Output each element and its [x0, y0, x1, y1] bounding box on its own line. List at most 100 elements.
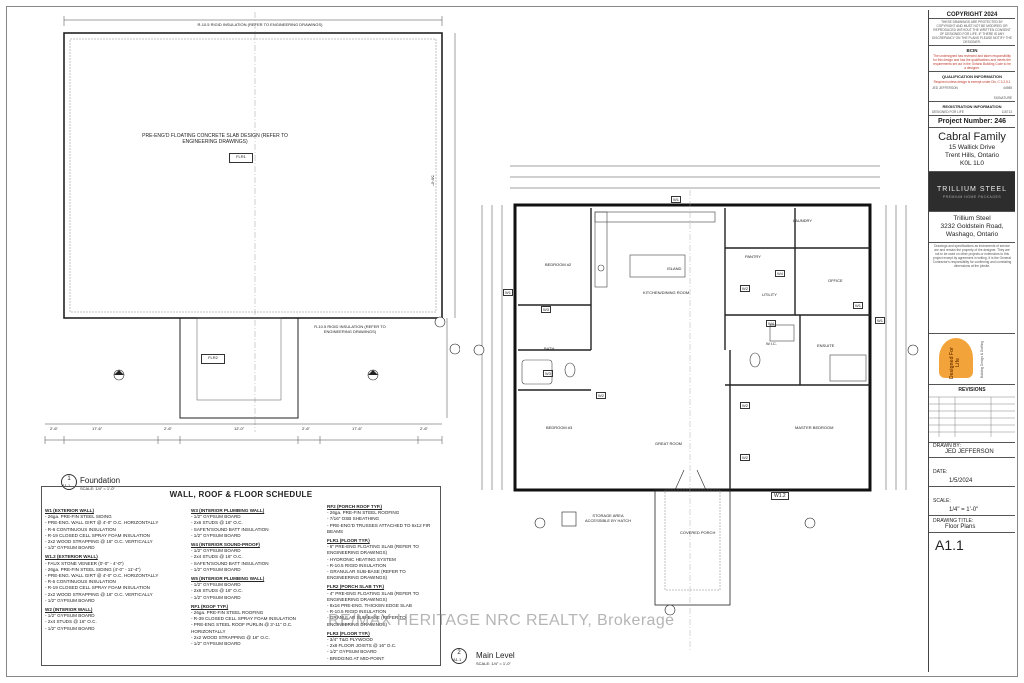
foundation-plan [44, 12, 460, 444]
schedule-line: - 7/16" OSB SHEATHING [327, 516, 380, 522]
schedule-line: - 1/2" GYPSUM BOARD [191, 641, 241, 647]
schedule-line: - 1/2" GYPSUM BOARD [45, 625, 95, 631]
supplier-logo: TRILLIUM STEEL PREMIUM HOME PACKAGES [929, 172, 1015, 212]
schedule-heading: FLR1 (FLOOR TYP.) [327, 538, 370, 544]
foundation-dim-5: 2'-6" [302, 426, 310, 431]
designer-brand-logo: Designed For Life Building Design & Draf… [929, 334, 1015, 385]
schedule-line: - SAFE'N'SOUND BATT INSULATION [191, 560, 269, 566]
foundation-top-insulation-note: R-10.5 RIGID INSULATION (REFER TO ENGINE… [197, 22, 323, 27]
room-pantry: PANTRY [745, 254, 761, 259]
foundation-porch-insulation-note: R-10.5 RIGID INSULATION (REFER TO ENGINE… [314, 324, 386, 334]
designer-bcin: 44985 [1003, 86, 1012, 90]
date-section: DATE: 1/5/2024 [929, 458, 1015, 487]
schedule-line: - 1/2" GYPSUM BOARD [327, 649, 377, 655]
signature-label: SIGNATURE [993, 96, 1012, 100]
schedule-heading: W1.2 (EXTERIOR WALL) [45, 554, 98, 560]
date-label: DATE: [933, 469, 948, 475]
firm-bcin: 115713 [1001, 110, 1012, 114]
foundation-dim-3: 2'-6" [164, 426, 172, 431]
wall-tag-w12: W1.2 [771, 492, 789, 500]
foundation-title: Foundation [80, 476, 121, 485]
client-address-1: 15 Wallick Drive [948, 144, 996, 151]
schedule-line: - 4" PRE-ENG FLOATING SLAB (REFER TO ENG… [327, 590, 419, 602]
supplier-name: Trillium Steel [953, 215, 991, 222]
revisions-section: REVISIONS [929, 385, 1015, 443]
room-bath: BATH [544, 346, 555, 351]
schedule-line: - GRANULAR SUB-BASE (REFER TO ENGINEERIN… [327, 615, 406, 627]
foundation-dim-overall: 56'-0" [430, 175, 436, 186]
schedule-heading: FLR2 (PORCH SLAB TYP.) [327, 584, 385, 590]
schedule-column-1: W1 (EXTERIOR WALL) - 26ga. PRE-FIN STEEL… [45, 505, 185, 632]
foundation-slab-note: PRE-ENG'D FLOATING CONCRETE SLAB DESIGN … [142, 133, 288, 145]
room-ensuite: ENSUITE [817, 343, 835, 348]
schedule-line: - 2x4 STUDS @ 16" O.C. [45, 619, 97, 625]
bcin-section: BCIN The undersigned has reviewed and ta… [929, 46, 1015, 72]
schedule-line: - R-6 CONTINUOUS INSULATION [45, 579, 116, 585]
drawing-title-section: DRAWING TITLE: Floor Plans [929, 516, 1015, 533]
title-block: COPYRIGHT 2024 THESE DRAWINGS ARE PROTEC… [928, 10, 1015, 672]
room-island: ISLAND [667, 266, 682, 271]
wall-tag-w2-3: W2 [740, 402, 750, 409]
wall-tag-w4-1: W4 [775, 270, 785, 277]
schedule-line: - 2x6 STUDS @ 16" O.C. [191, 588, 243, 594]
main-level-scale: SCALE: 1/4" = 1'-0" [476, 661, 511, 666]
schedule-line: - 26ga. PRE-FIN STEEL SIDING (4'-0" - 11… [45, 566, 141, 572]
schedule-line: - 2x2 WOOD STRAPPING @ 16" O.C. VERTICAL… [45, 591, 153, 597]
schedule-line: - 2x2 WOOD STRAPPING @ 16" O.C. [191, 634, 270, 640]
wall-tag-w1-top: W1 [671, 196, 681, 203]
wall-tag-w3-2: W3 [543, 370, 553, 377]
drawing-title-value: Floor Plans [945, 524, 976, 530]
schedule-line: - R-39 CLOSED CELL SPRAY FOAM INSULATION [191, 616, 297, 622]
designer-brand-badge [939, 338, 973, 378]
schedule-line: - FAUX STONE VENEER (0'-0" - 4'-0") [45, 560, 124, 566]
schedule-heading: RF2 (PORCH ROOF TYP.) [327, 504, 383, 509]
room-utility: UTILITY [762, 292, 777, 297]
firm-row: DESIGNED FOR LIFE 115713 [929, 109, 1015, 115]
foundation-dim-7: 2'-6" [420, 426, 428, 431]
sheet-border [6, 6, 1018, 677]
schedule-heading: W2 (INTERIOR WALL) [45, 607, 93, 613]
foundation-title-number: 1 [61, 474, 77, 490]
schedule-line: - HYDRONIC HEATING SYSTEM [327, 556, 396, 562]
bcin-note: The undersigned has reviewed and taken r… [933, 54, 1011, 70]
copyright-note: THESE DRAWINGS ARE PROTECTED BY COPYRIGH… [929, 19, 1015, 46]
schedule-column-3: RF2 (PORCH ROOF TYP.) - 26ga. PRE-FIN ST… [327, 501, 439, 662]
schedule-line: - PRE-ENG'D TRUSSES ATTACHED TO 6x12 FIR… [327, 522, 431, 534]
supplier-address-2: Washago, Ontario [945, 231, 999, 238]
schedule-line: - 1/2" GYPSUM BOARD [45, 597, 95, 603]
schedule-line: - 3/4" T&G PLYWOOD [327, 637, 373, 643]
schedule-heading: W3 (INTERIOR PLUMBING WALL) [191, 508, 265, 513]
listing-watermark: RE/MAX HERITAGE NRC REALTY, Brokerage [328, 612, 675, 629]
room-bedroom-2: BEDROOM #2 [545, 262, 572, 267]
wall-tag-w2-1: W2 [596, 392, 606, 399]
drawn-by-value: JED JEFFERSON [945, 449, 994, 455]
qualification-heading: QUALIFICATION INFORMATION [941, 74, 1003, 79]
schedule-line: - 2x2 WOOD STRAPPING @ 16" O.C. VERTICAL… [45, 539, 153, 545]
date-value: 1/5/2024 [949, 478, 973, 484]
schedule-line: - 1/2" GYPSUM BOARD [191, 566, 241, 572]
sheet-number: A1.1 [935, 537, 964, 553]
foundation-dim-1: 2'-6" [50, 426, 58, 431]
schedule-line: - 26ga. PRE-FIN STEEL ROOFING [191, 610, 264, 616]
schedule-line: - PRE-ENG STEEL ROOF PURLIN @ 3'-11" O.C… [191, 622, 293, 634]
wall-tag-w1-right2: W1 [853, 302, 863, 309]
designer-brand-name: Designed For Life [949, 347, 961, 379]
disclaimer: Drawings and specifications as instrumen… [929, 243, 1015, 334]
schedule-line: - R-10.5 RIGID INSULATION [327, 562, 387, 568]
wall-tag-w4-2: W4 [766, 320, 776, 327]
schedule-line: - 26ga. PRE-FIN STEEL ROOFING [327, 510, 400, 516]
room-great-room: GREAT ROOM [655, 441, 682, 446]
client-postal: K0L 1L0 [960, 160, 984, 167]
schedule-line: - 1/2" GYPSUM BOARD [45, 613, 95, 619]
scale-section: SCALE: 1/4" = 1'-0" [929, 487, 1015, 516]
schedule-line: - 1/2" GYPSUM BOARD [191, 532, 241, 538]
wall-tag-w2-4: W2 [740, 454, 750, 461]
drawing-title-label: DRAWING TITLE: [933, 518, 974, 524]
schedule-heading: W5 (INTERIOR PLUMBING WALL) [191, 576, 265, 582]
wall-tag-w2-2: W2 [740, 285, 750, 292]
schedule-line: - 1/2" GYPSUM BOARD [191, 548, 241, 554]
schedule-line: - 2x6 STUDS @ 16" O.C. [191, 520, 243, 526]
foundation-tag-flr2: FLR2 [201, 354, 225, 364]
schedule-line: - 26ga. PRE-FIN STEEL SIDING [45, 514, 112, 520]
registration-section: REGISTRATION INFORMATION DESIGNED FOR LI… [929, 102, 1015, 116]
